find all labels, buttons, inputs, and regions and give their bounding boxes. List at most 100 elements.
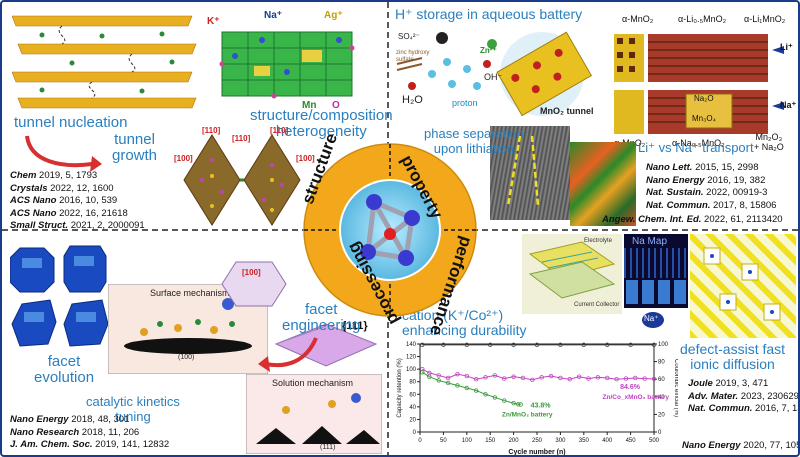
y-tick-label: 120 bbox=[406, 355, 417, 361]
data-point bbox=[464, 373, 469, 379]
battery-cell-illustration bbox=[522, 234, 622, 314]
na-map-panel bbox=[624, 234, 688, 308]
facet-110-label-1: [110] bbox=[202, 126, 221, 135]
oh-label: OH⁻ bbox=[484, 72, 503, 82]
plot-area bbox=[419, 343, 655, 433]
data-point bbox=[464, 342, 469, 348]
data-point bbox=[604, 375, 610, 381]
reference-item: Crystals 2022, 12, 1600 bbox=[10, 182, 114, 194]
solution-mechanism-illustration bbox=[246, 374, 382, 454]
data-point bbox=[633, 375, 638, 381]
data-point bbox=[502, 376, 507, 381]
reference-item: ACS Nano 2022, 16, 21618 bbox=[10, 207, 128, 219]
data-point bbox=[567, 377, 572, 382]
li-na-transport-label: Li⁺ vs Na⁺ transport bbox=[638, 140, 754, 155]
x-tick-label: 350 bbox=[579, 438, 590, 444]
data-point bbox=[445, 375, 451, 381]
facet-111-label: {111} bbox=[342, 320, 368, 332]
reference-item: Nat. Commun. 2016, 7, 13374 bbox=[688, 403, 798, 414]
reference-item: Nano Research 2018, 11, 206 bbox=[10, 426, 140, 438]
data-point bbox=[520, 375, 526, 381]
top-right-references: Nano Lett. 2015, 15, 2998 Nano Energy 20… bbox=[646, 162, 776, 212]
h2o-label: H₂O bbox=[402, 94, 423, 106]
x-axis-label: Cycle number (n) bbox=[508, 449, 565, 456]
data-point bbox=[516, 402, 521, 407]
x-tick-label: 150 bbox=[485, 438, 496, 444]
tunnel-nucleation-label: tunnel nucleation bbox=[14, 114, 128, 131]
data-point bbox=[623, 376, 629, 381]
h-storage-title: H⁺ storage in aqueous battery bbox=[395, 6, 583, 22]
na-map-label: Na Map bbox=[632, 236, 668, 247]
tunnel-growth-label: tunnel growth bbox=[112, 131, 158, 164]
y-tick-label: 140 bbox=[406, 342, 417, 348]
y2-axis-label: Coulombic efficial (%) bbox=[673, 359, 678, 417]
alpha-li05-label: α-Li₀.₅MnO₂ bbox=[678, 14, 727, 24]
data-point bbox=[530, 377, 535, 383]
facet-100-label-2: [100] bbox=[296, 154, 315, 163]
facet-110-label-3: [110] bbox=[270, 126, 289, 135]
phase-boundary-lines bbox=[506, 135, 540, 207]
x-tick-label: 200 bbox=[509, 438, 520, 444]
y-tick-label: 40 bbox=[409, 405, 416, 411]
data-point bbox=[473, 377, 479, 382]
y-tick-label: 60 bbox=[409, 392, 416, 398]
series-line-1 bbox=[422, 371, 521, 405]
data-point bbox=[502, 398, 507, 403]
facet-evolution-label: facet evolution bbox=[34, 353, 95, 386]
data-point bbox=[455, 383, 460, 388]
y2-tick-label: 60 bbox=[658, 377, 665, 383]
y2-tick-label: 100 bbox=[658, 342, 669, 348]
data-point bbox=[558, 375, 563, 381]
data-point bbox=[483, 375, 488, 380]
center-concept-circle bbox=[303, 143, 477, 317]
so4-label: SO₄²⁻ bbox=[398, 32, 420, 41]
mn3o4-label: Mn₃O₄ bbox=[692, 114, 716, 123]
cation-durability-label: cation (K⁺/Co²⁺) enhancing durability bbox=[402, 307, 527, 338]
facet-evolution-crystals bbox=[10, 245, 109, 347]
data-point bbox=[483, 392, 488, 397]
x-tick-label: 250 bbox=[532, 438, 543, 444]
x-tick-label: 300 bbox=[555, 438, 566, 444]
mno2-tunnel-label: MnO₂ tunnel bbox=[540, 106, 594, 116]
reference-item: Nat. Commun. 2017, 8, 15806 bbox=[646, 199, 777, 211]
facet-110-label-2: [110] bbox=[232, 134, 251, 143]
data-point bbox=[436, 373, 441, 378]
x-tick-label: 0 bbox=[418, 438, 422, 444]
zn-label: Zn²⁺ bbox=[480, 46, 497, 55]
top-right-reference-last: Angew. Chem. Int. Ed. 2022, 61, 2113420 bbox=[602, 214, 783, 227]
data-point bbox=[614, 377, 619, 382]
defect-assist-label: defect-assist fast ionic diffusion bbox=[680, 341, 786, 372]
data-point bbox=[492, 373, 498, 378]
o-label: O bbox=[332, 100, 340, 111]
data-point bbox=[427, 374, 432, 379]
reference-item: Nano Energy 2018, 48, 301 bbox=[10, 414, 130, 425]
bottom-right-references: Joule 2019, 3, 471 Adv. Mater. 2023, 230… bbox=[688, 378, 798, 416]
alpha-li1-label: α-Li₁MnO₂ bbox=[744, 14, 786, 24]
electrolyte-label: Electrolyte bbox=[584, 238, 613, 244]
li-na-transport-illustration bbox=[614, 34, 784, 134]
data-point bbox=[534, 342, 540, 348]
data-point bbox=[548, 373, 554, 379]
reference-item: Nano Energy 2016, 19, 382 bbox=[646, 174, 766, 186]
legend-zn-co-mno2: Zn/Co_xMnO₂ battery bbox=[603, 394, 670, 401]
data-point bbox=[604, 342, 610, 348]
reference-item: ACS Nano 2016, 10, 539 bbox=[10, 195, 118, 206]
data-point bbox=[518, 402, 523, 407]
y-tick-label: 0 bbox=[413, 430, 417, 436]
na2o-label: Na₂O bbox=[694, 94, 714, 103]
y-tick-label: 100 bbox=[406, 367, 417, 373]
data-point bbox=[420, 370, 425, 375]
bottom-left-references: Nano Energy 2018, 48, 301 Nano Research … bbox=[10, 414, 169, 452]
reference-item: J. Am. Chem. Soc. 2019, 141, 12832 bbox=[10, 439, 170, 450]
h-storage-illustration bbox=[396, 31, 593, 117]
facet-100-surface-label: (100) bbox=[178, 354, 195, 361]
facet-engineering-shapes bbox=[221, 261, 378, 367]
li-ion-label: Li⁺ bbox=[780, 42, 793, 52]
current-collector-label: Current Collector bbox=[574, 302, 620, 308]
legend-zn-mno2: Zn/MnO₂ battery bbox=[502, 411, 553, 418]
data-point bbox=[441, 342, 446, 348]
data-point bbox=[473, 388, 479, 393]
y-tick-label: 20 bbox=[409, 417, 416, 423]
na-map-blocks bbox=[626, 280, 686, 304]
